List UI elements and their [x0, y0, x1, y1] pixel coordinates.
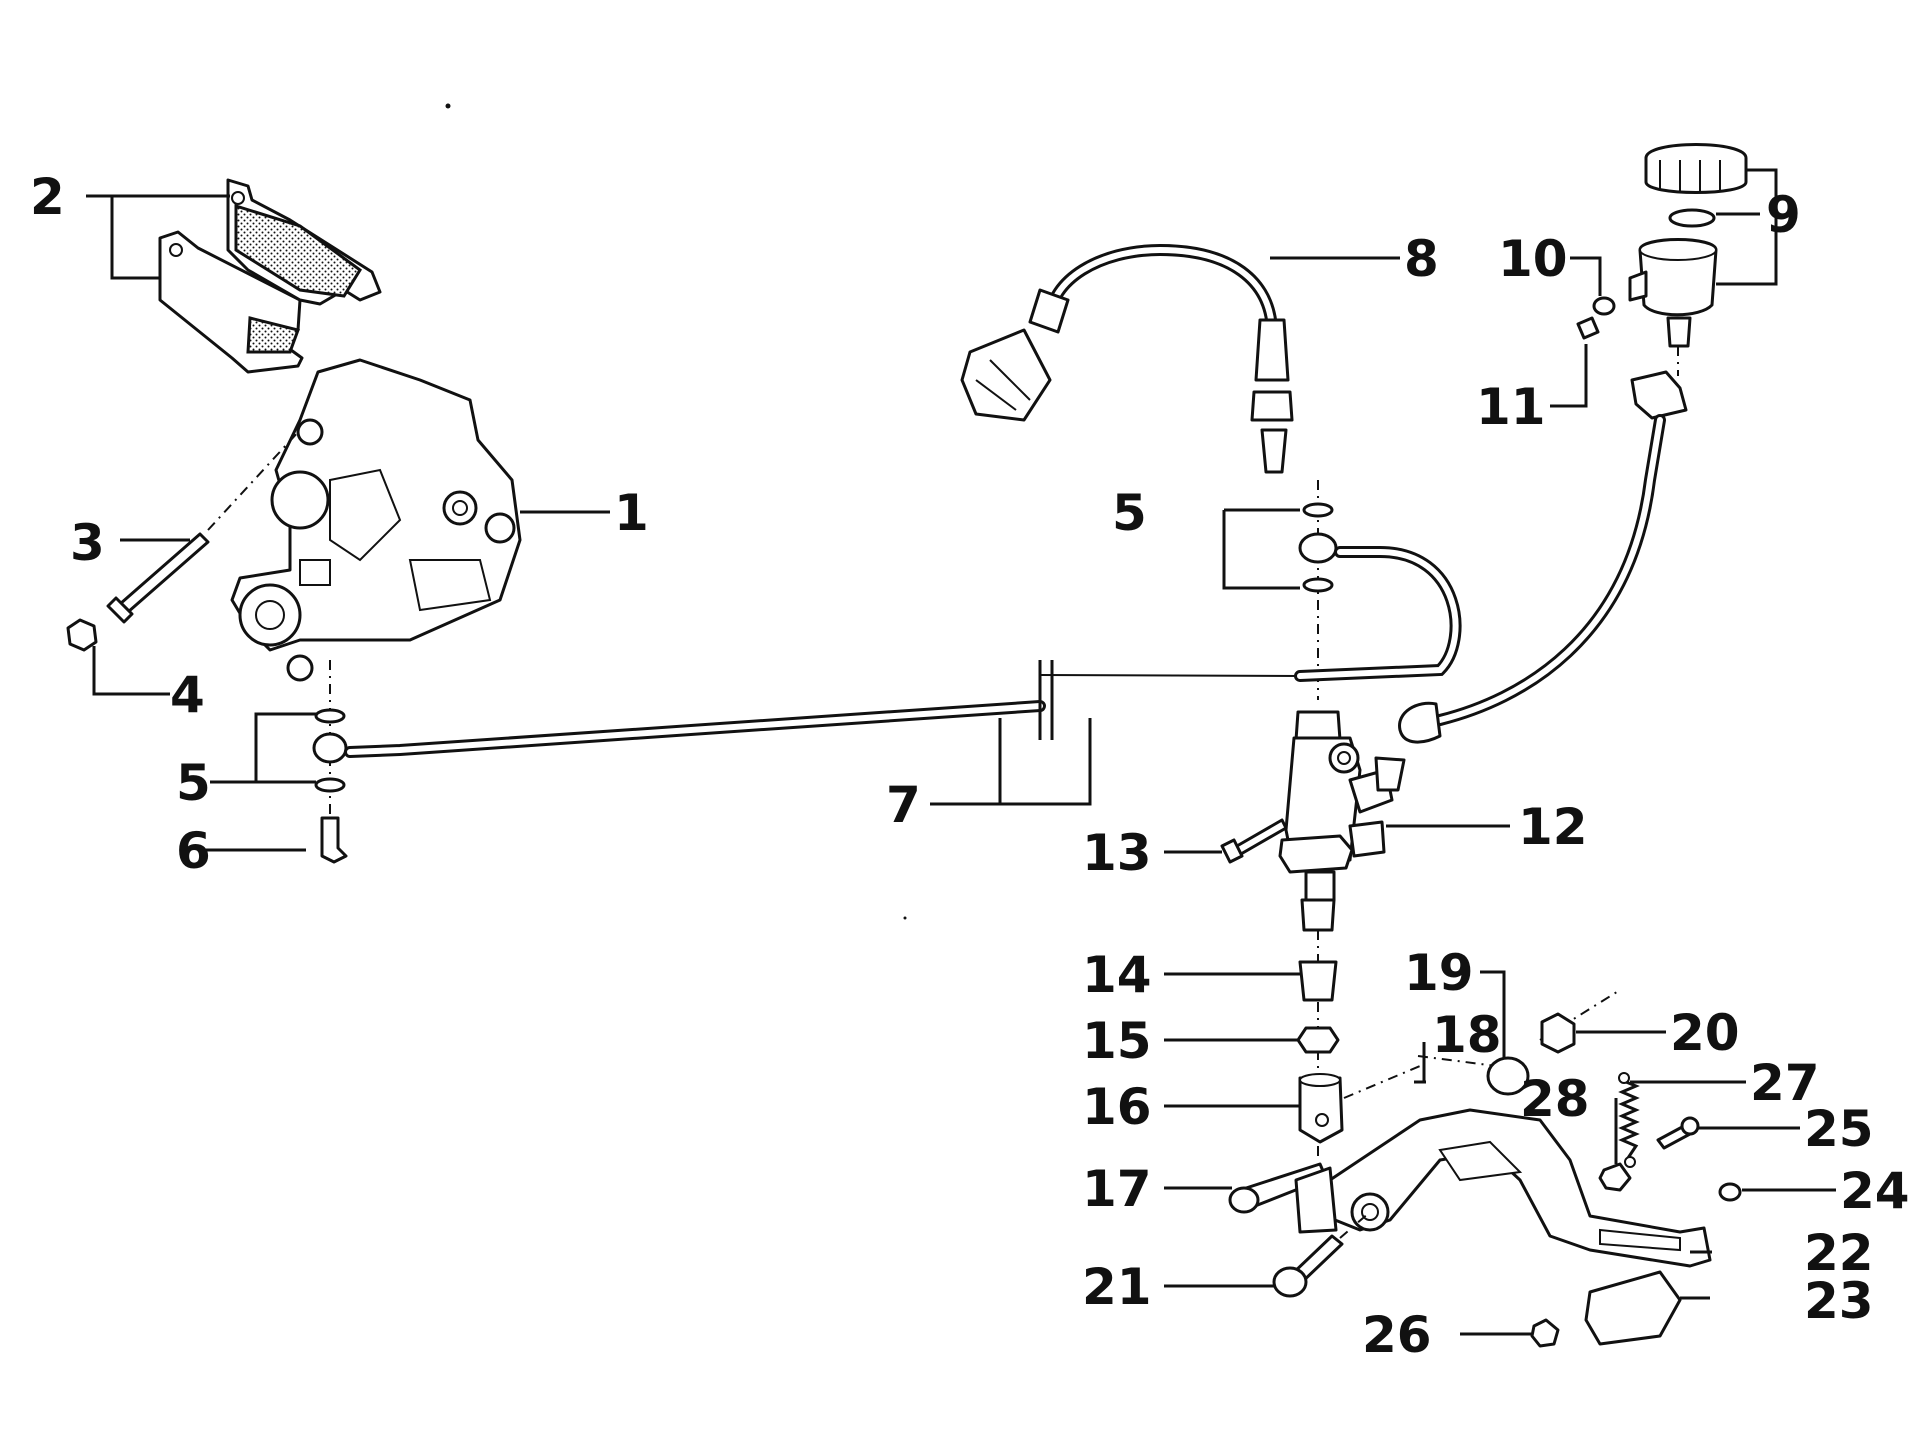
pushrod-nut	[1296, 1026, 1340, 1054]
callout-24: 24	[1840, 1162, 1910, 1220]
brake-caliper	[230, 358, 522, 682]
pivot-nut	[1540, 1012, 1576, 1054]
pivot-bushing	[1486, 1056, 1530, 1096]
callout-3: 3	[70, 514, 105, 572]
brake-pads	[158, 178, 382, 374]
callout-9: 9	[1766, 186, 1801, 244]
callout-12: 12	[1518, 798, 1588, 856]
callout-7: 7	[886, 776, 921, 834]
stray-mark	[903, 916, 907, 920]
master-cylinder-banjo	[1294, 480, 1462, 700]
pedal-pad	[1584, 1270, 1682, 1346]
pushrod-clevis	[1298, 1065, 1421, 1144]
callout-2: 2	[30, 168, 65, 226]
callout-28: 28	[1520, 1070, 1590, 1128]
callout-11: 11	[1476, 378, 1546, 436]
callout-17: 17	[1082, 1160, 1152, 1218]
reservoir-washer	[1592, 296, 1616, 316]
reservoir-hose	[1398, 370, 1688, 744]
callout-26: 26	[1362, 1306, 1432, 1364]
callout-8: 8	[1404, 230, 1439, 288]
callout-13: 13	[1082, 824, 1152, 882]
stop-screw	[1656, 1116, 1700, 1150]
spring-nut	[1598, 1162, 1632, 1192]
brake-hose	[344, 660, 1301, 758]
callout-25: 25	[1804, 1100, 1874, 1158]
callout-numbers: 1 2 3 4 5 5 6 7 8 9 10 11 12 13 14 15 16…	[30, 168, 1910, 1364]
brake-light-switch	[960, 243, 1294, 474]
caliper-pin-nut	[66, 618, 98, 652]
callout-15: 15	[1082, 1012, 1152, 1070]
caliper-pin	[106, 429, 301, 624]
leader-lines	[86, 168, 1836, 1336]
callout-10: 10	[1498, 230, 1568, 288]
pad-nut	[1530, 1318, 1560, 1348]
callout-1: 1	[614, 484, 649, 542]
brake-pedal	[1294, 989, 1712, 1268]
pedal-pad-screw	[1718, 1182, 1742, 1202]
callout-23: 23	[1804, 1272, 1874, 1330]
brake-fluid-reservoir	[1628, 143, 1748, 376]
callout-27: 27	[1750, 1054, 1820, 1112]
callout-5-caliper: 5	[176, 754, 211, 812]
callout-22: 22	[1804, 1224, 1874, 1282]
callout-14: 14	[1082, 946, 1152, 1004]
callout-20: 20	[1670, 1004, 1740, 1062]
callout-18: 18	[1432, 1006, 1502, 1064]
master-cylinder-bolt	[1220, 818, 1288, 864]
reservoir-screw	[1576, 316, 1600, 340]
master-cylinder	[1278, 710, 1406, 1160]
caliper-banjo	[312, 660, 348, 864]
pivot-bolt	[1272, 1211, 1371, 1298]
callout-16: 16	[1082, 1078, 1152, 1136]
pushrod-boot	[1298, 960, 1338, 1002]
stray-mark	[445, 103, 451, 109]
callout-19: 19	[1404, 944, 1474, 1002]
callout-21: 21	[1082, 1258, 1152, 1316]
callout-5-master: 5	[1112, 484, 1147, 542]
callout-6: 6	[176, 822, 211, 880]
return-spring	[1618, 1072, 1640, 1168]
callout-4: 4	[170, 666, 205, 724]
